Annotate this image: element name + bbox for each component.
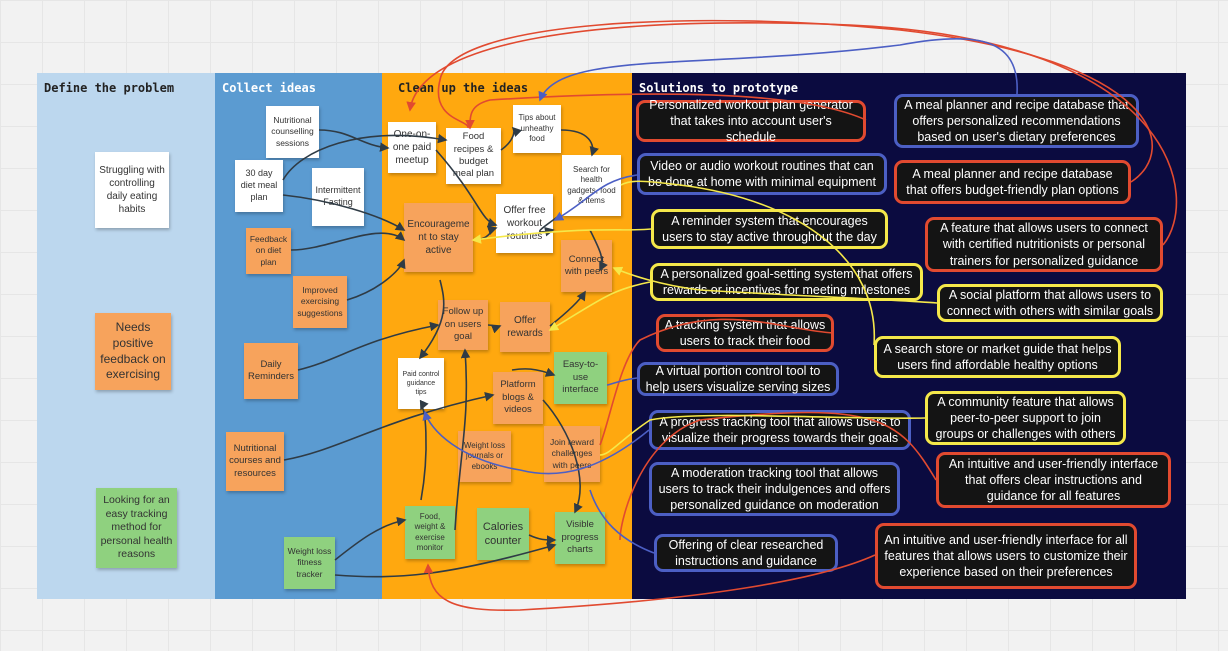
sticky-note[interactable]: Nutritional courses and resources	[226, 432, 284, 491]
sticky-note[interactable]: Follow up on users goal	[438, 300, 488, 350]
solution-card[interactable]: A meal planner and recipe database that …	[894, 160, 1131, 204]
solution-card[interactable]: A search store or market guide that help…	[874, 336, 1121, 378]
column-title-define: Define the problem	[44, 81, 175, 95]
column-title-solutions: Solutions to prototype	[639, 81, 798, 95]
sticky-note[interactable]: Nutritional counselling sessions	[266, 106, 319, 158]
sticky-note[interactable]: Calories counter	[477, 508, 529, 560]
sticky-note[interactable]: Weight loss journals or ebooks	[458, 431, 511, 482]
sticky-note[interactable]: Tips about unheathy food	[513, 105, 561, 153]
solution-card[interactable]: Offering of clear researched instruction…	[654, 534, 838, 572]
sticky-note[interactable]: Daily Reminders	[244, 343, 298, 399]
sticky-note[interactable]: Offer free workout routines	[496, 194, 553, 253]
solution-card[interactable]: A tracking system that allows users to t…	[656, 314, 834, 352]
sticky-note[interactable]: Visible progress charts	[555, 512, 605, 564]
sticky-note[interactable]: Feedback on diet plan	[246, 228, 291, 274]
column-title-cleanup: Clean up the ideas	[398, 81, 529, 95]
sticky-note[interactable]: Offer rewards	[500, 302, 550, 352]
sticky-note[interactable]: Paid control guidance tips	[398, 358, 444, 409]
solution-card[interactable]: Video or audio workout routines that can…	[637, 153, 887, 195]
solution-card[interactable]: A meal planner and recipe database that …	[894, 94, 1139, 148]
solution-card[interactable]: A social platform that allows users to c…	[937, 284, 1163, 322]
solution-card[interactable]: Personalized workout plan generator that…	[636, 98, 866, 144]
solution-card[interactable]: A progress tracking tool that allows use…	[649, 410, 911, 450]
sticky-note[interactable]: One-on-one paid meetup	[388, 122, 436, 173]
solution-card[interactable]: A feature that allows users to connect w…	[925, 217, 1163, 272]
sticky-note[interactable]: Intermittent Fasting	[312, 168, 364, 226]
sticky-note[interactable]: Encourageme nt to stay active	[404, 203, 473, 272]
sticky-note[interactable]: 30 day diet meal plan	[235, 160, 283, 212]
sticky-note[interactable]: Search for health gadgets, food & items	[562, 155, 621, 216]
sticky-note[interactable]: Food recipes & budget meal plan	[446, 128, 501, 184]
sticky-note[interactable]: Connect with peers	[561, 240, 612, 292]
column-title-collect: Collect ideas	[222, 81, 316, 95]
solution-card[interactable]: A community feature that allows peer-to-…	[925, 391, 1126, 445]
sticky-note[interactable]: Needs positive feedback on exercising	[95, 313, 171, 390]
solution-card[interactable]: A moderation tracking tool that allows u…	[649, 462, 900, 516]
sticky-note[interactable]: Easy-to-use interface	[554, 352, 607, 404]
sticky-note[interactable]: Food, weight & exercise monitor	[405, 506, 455, 559]
sticky-note[interactable]: Looking for an easy tracking method for …	[96, 488, 177, 568]
sticky-note[interactable]: Improved exercising suggestions	[293, 276, 347, 328]
solution-card[interactable]: A reminder system that encourages users …	[651, 209, 888, 249]
sticky-note[interactable]: Struggling with controlling daily eating…	[95, 152, 169, 228]
solution-card[interactable]: A personalized goal-setting system that …	[650, 263, 923, 301]
solution-card[interactable]: An intuitive and user-friendly interface…	[936, 452, 1171, 508]
solution-card[interactable]: An intuitive and user-friendly interface…	[875, 523, 1137, 589]
sticky-note[interactable]: Platform blogs & videos	[493, 372, 543, 424]
solution-card[interactable]: A virtual portion control tool to help u…	[637, 362, 839, 396]
sticky-note[interactable]: Weight loss fitness tracker	[284, 537, 335, 589]
sticky-note[interactable]: Join reward challenges with peers	[544, 426, 600, 482]
